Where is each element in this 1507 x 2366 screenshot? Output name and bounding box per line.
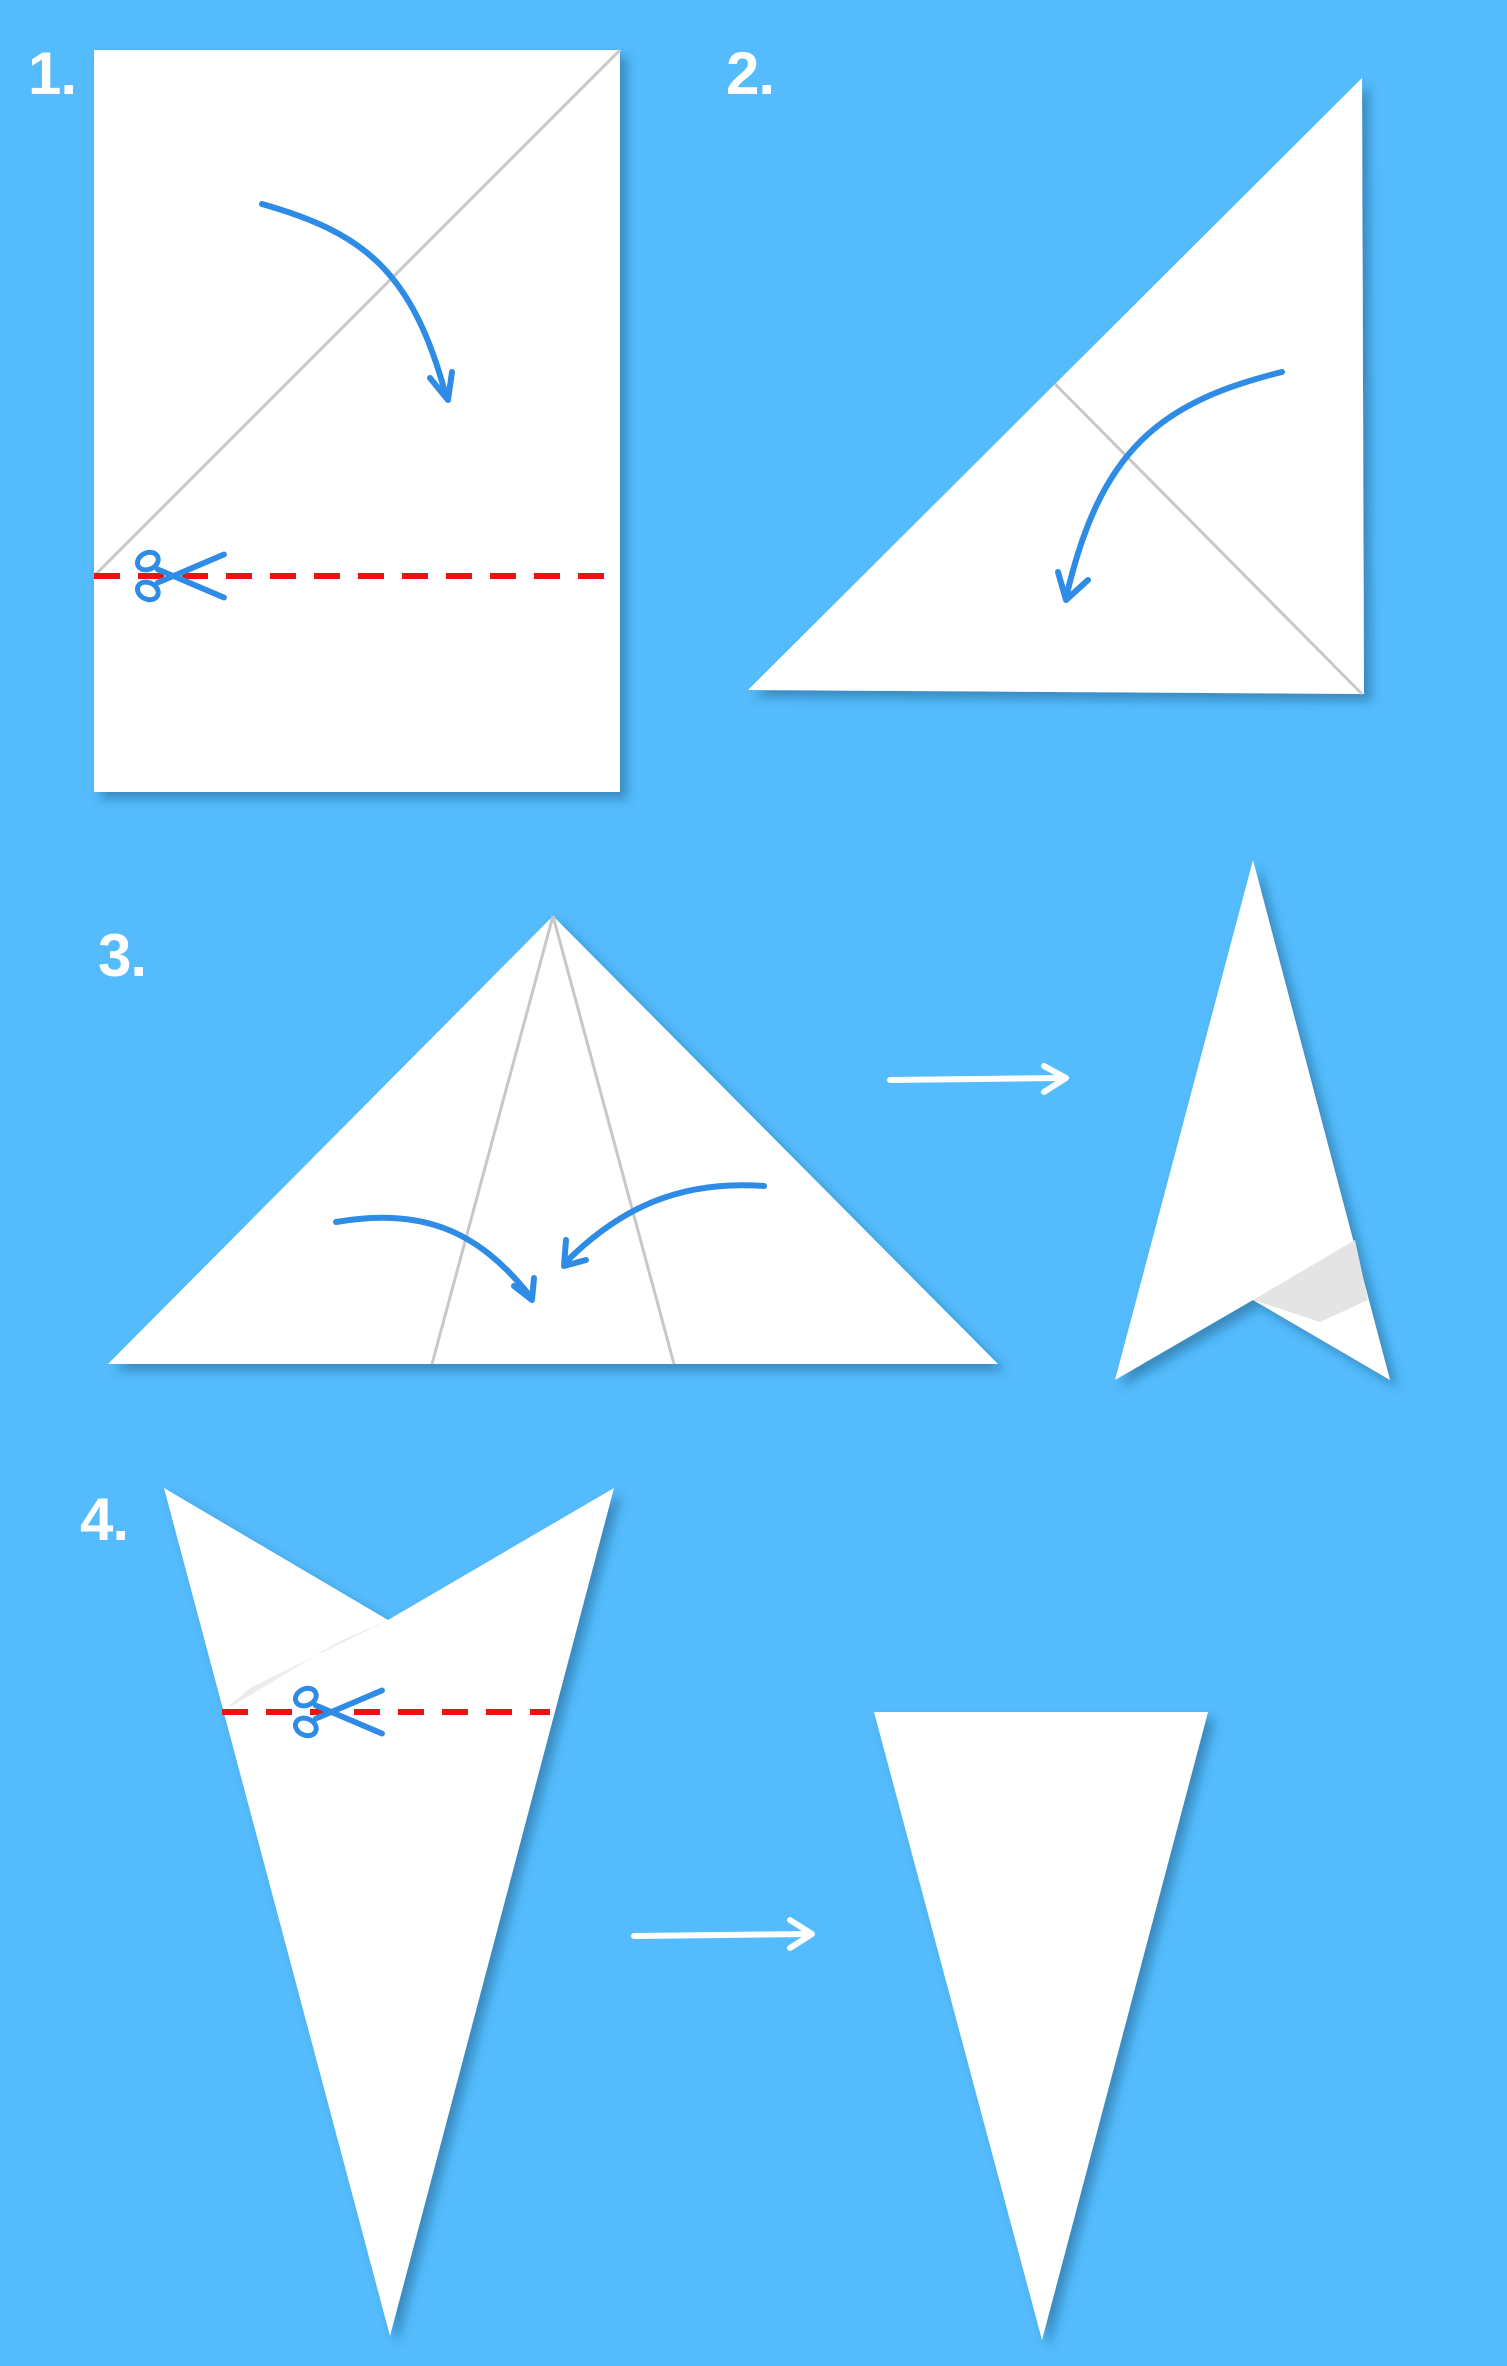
step-2-diagram [748,78,1364,696]
step-1-number: 1. [28,40,77,107]
result-arrow-icon [887,1063,1069,1095]
step-3-number: 3. [98,922,147,989]
step-3-result-shape [1115,860,1390,1380]
step-3-diagram [108,860,1390,1380]
step-4-diagram [164,1488,1208,2340]
step-4-folded-shape [164,1488,614,2336]
step-3-paper-triangle [108,916,998,1364]
step-1-diagram [92,48,622,792]
result-arrow-icon [631,1917,815,1951]
fold-arrow-icon [561,1182,767,1269]
step-2-number: 2. [726,40,775,107]
step-1-diagonal-crease [92,48,622,578]
fold-arrow-icon [259,201,455,403]
step-1-paper-rectangle [94,50,620,792]
fold-arrow-icon [1055,369,1285,603]
step-4-number: 4. [80,1486,129,1553]
step-3-left-crease [430,915,555,1365]
fold-arrow-icon [333,1214,537,1303]
step-3-right-crease [551,915,676,1365]
step-4-result-shape [874,1712,1208,2340]
step-2-crease [1053,382,1364,696]
